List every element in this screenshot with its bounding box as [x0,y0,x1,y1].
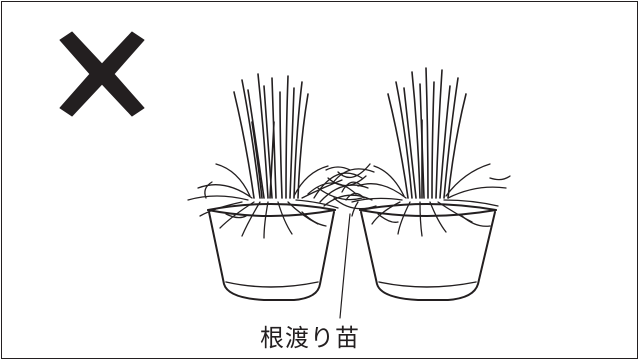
left-pot [207,203,336,301]
bridging-roots [307,163,377,217]
leader-line [339,213,351,319]
left-roots [187,163,343,239]
left-seedling-stems [233,73,309,199]
caption-label: 根渡り苗 [260,324,360,352]
right-seedling-stems [387,67,467,199]
right-pot [359,203,497,301]
right-roots [351,163,511,237]
x-mark-icon [59,31,145,117]
